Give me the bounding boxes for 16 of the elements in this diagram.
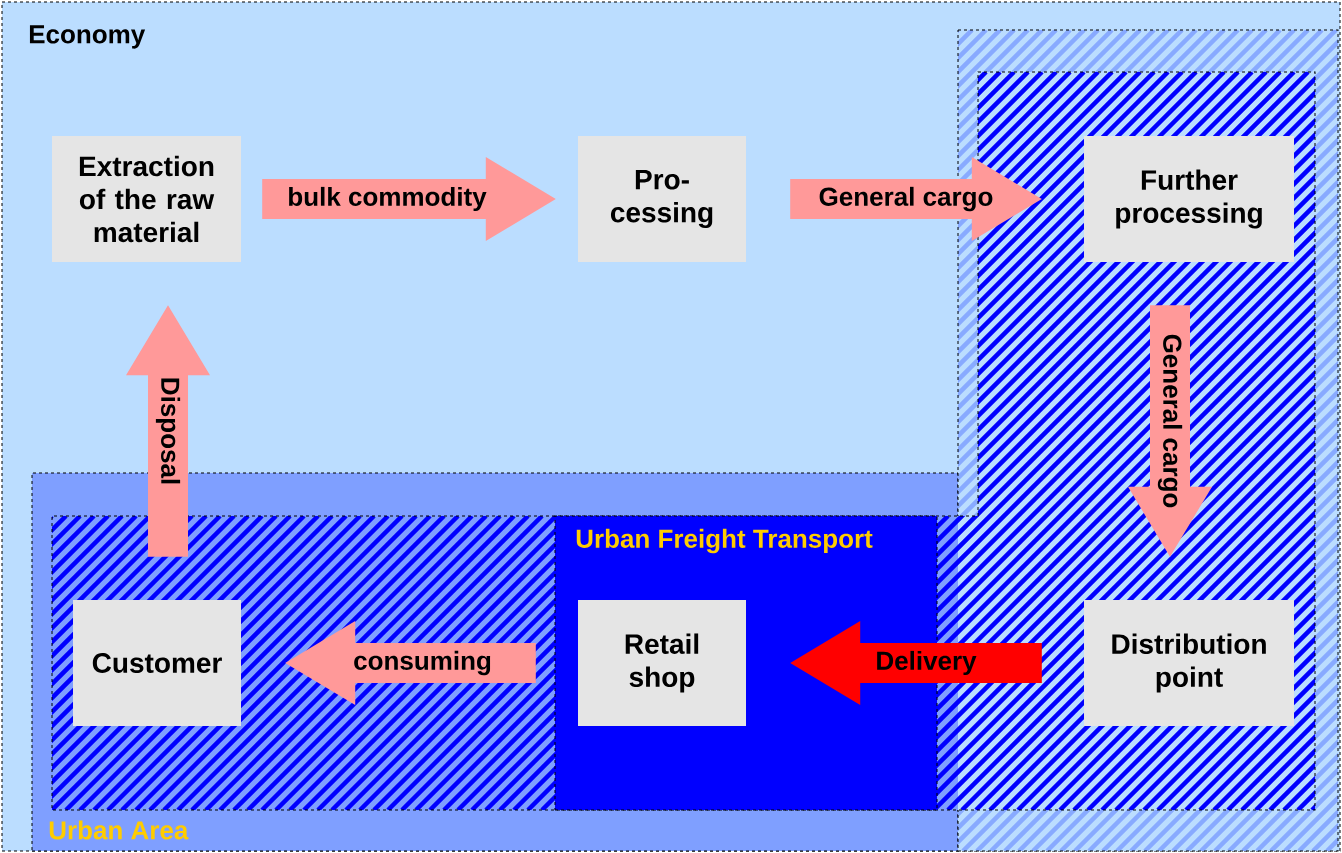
- edge-label: consuming: [354, 650, 491, 676]
- process-box: Retail shop: [578, 600, 746, 726]
- process-box: Pro- cessing: [578, 136, 746, 262]
- block-arrow: [790, 157, 1042, 241]
- block-arrow: [790, 621, 1042, 705]
- process-box: Distribution point: [1084, 600, 1294, 726]
- block-arrow: [262, 157, 556, 241]
- edge-label: General cargo: [819, 186, 993, 212]
- block-arrow: [126, 305, 210, 557]
- process-box: Customer: [73, 600, 241, 726]
- block-arrow: [1128, 305, 1212, 557]
- block-arrow: [285, 621, 536, 705]
- edge-label: General cargo: [1157, 334, 1183, 508]
- edge-label: bulk commodity: [289, 186, 487, 212]
- process-box: Further processing: [1084, 136, 1294, 262]
- process-box: Extraction of the raw material: [52, 136, 241, 262]
